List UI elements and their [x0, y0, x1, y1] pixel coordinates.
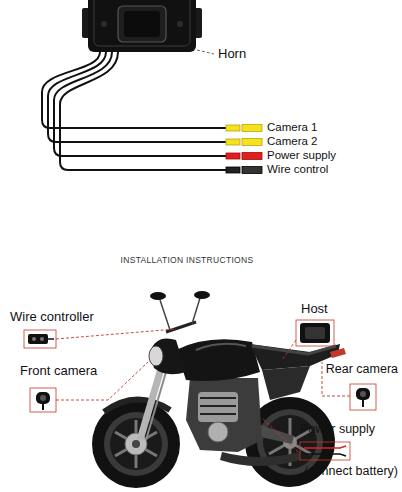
host-device-part — [124, 11, 160, 37]
wires-part — [60, 52, 226, 170]
host-device-part — [94, 0, 190, 46]
wire-connectors-part — [226, 167, 240, 173]
motorcycle-part — [149, 346, 163, 366]
front-camera-icon-part — [40, 395, 46, 401]
wire-label: Power supply — [267, 149, 336, 162]
motorcycle-part — [160, 300, 170, 330]
wire-connectors — [226, 125, 262, 174]
motorcycle-part — [200, 398, 236, 414]
leader-lines-part — [56, 329, 176, 339]
motorcycle-part — [150, 292, 166, 300]
power-supply-icon-part — [300, 442, 350, 460]
motorcycle-part — [208, 422, 228, 442]
motorcycle-part — [176, 339, 260, 381]
wire-connectors-part — [242, 167, 262, 174]
callout-label: Front camera — [20, 364, 97, 379]
power-supply-icon-part — [304, 446, 346, 448]
wire-controller-icon-part — [28, 334, 48, 344]
wires — [42, 52, 226, 170]
motorcycle-part — [262, 366, 310, 400]
rear-camera-icon-part — [362, 400, 364, 407]
wire-label: Wire control — [267, 163, 328, 176]
wire-controller-icon-part — [32, 337, 36, 341]
host-device-part — [118, 6, 166, 42]
horn-label: Horn — [218, 47, 246, 62]
front-camera-icon-part — [42, 404, 44, 410]
motorcycle-part — [196, 344, 246, 350]
motorcycle-part — [220, 452, 300, 466]
wire-connectors-part — [242, 153, 262, 160]
motorcycle-part-part — [115, 432, 157, 456]
rear-camera-icon — [350, 384, 376, 410]
motorcycle-part — [132, 440, 140, 448]
wire-connectors-part — [226, 125, 240, 131]
motorcycle-part — [92, 400, 180, 488]
host-icon-part — [305, 327, 325, 339]
host-icon — [296, 320, 334, 346]
wire-label: Camera 2 — [267, 135, 318, 148]
motorcycle-part — [110, 418, 162, 470]
front-camera-icon-part — [30, 388, 56, 412]
motorcycle-part-part — [200, 397, 236, 399]
host-device-part — [88, 0, 196, 52]
motorcycle-part — [104, 399, 170, 412]
wire-controller-icon-part — [48, 338, 54, 340]
motorcycle-part-part — [200, 413, 236, 415]
wires-part — [54, 52, 226, 156]
motorcycle-part — [192, 298, 200, 324]
wire-connectors-part — [242, 139, 262, 146]
wire-controller-icon — [24, 330, 56, 348]
host-icon-part — [296, 320, 334, 346]
front-camera-icon-part — [36, 392, 50, 404]
power-supply-icon — [300, 442, 350, 460]
motorcycle-part-part — [115, 432, 157, 456]
wire-connectors-part — [226, 153, 240, 159]
wire-controller-icon-part — [40, 337, 44, 341]
leader-lines-part — [262, 418, 298, 452]
wire-controller-icon-part — [24, 330, 56, 348]
power-supply-icon-part — [304, 454, 346, 456]
rear-camera-icon-part — [360, 391, 366, 397]
front-camera-icon — [30, 388, 56, 412]
host-device-part — [101, 21, 107, 27]
wire-label: Camera 1 — [267, 121, 318, 134]
section-heading: INSTALLATION INSTRUCTIONS — [121, 256, 254, 266]
motorcycle-part — [104, 412, 168, 476]
host-icon-part — [300, 323, 330, 343]
wire-connectors-part — [242, 125, 262, 132]
motorcycle-part — [194, 291, 210, 299]
motorcycle-part — [150, 339, 186, 375]
leader-lines-part — [282, 340, 296, 360]
wires-part — [48, 52, 226, 142]
host-device-part — [177, 21, 183, 27]
rear-camera-icon-part — [350, 384, 376, 410]
leader-line — [197, 50, 214, 54]
rear-camera-icon-part — [356, 388, 370, 400]
callout-label: Power supply — [300, 422, 375, 436]
wire-connectors-part — [226, 139, 240, 145]
callout-note: (connect battery) — [304, 464, 398, 478]
motorcycle-part-part — [200, 405, 236, 407]
motorcycle-part — [186, 378, 262, 452]
callout-label: Wire controller — [10, 310, 94, 325]
motorcycle-part — [198, 392, 238, 422]
motorcycle-part — [252, 346, 336, 354]
callout-label: Rear camera — [326, 362, 398, 376]
host-device — [82, 0, 202, 52]
callout-label: Host — [301, 302, 328, 317]
motorcycle-part — [330, 348, 346, 358]
motorcycle — [92, 291, 346, 488]
